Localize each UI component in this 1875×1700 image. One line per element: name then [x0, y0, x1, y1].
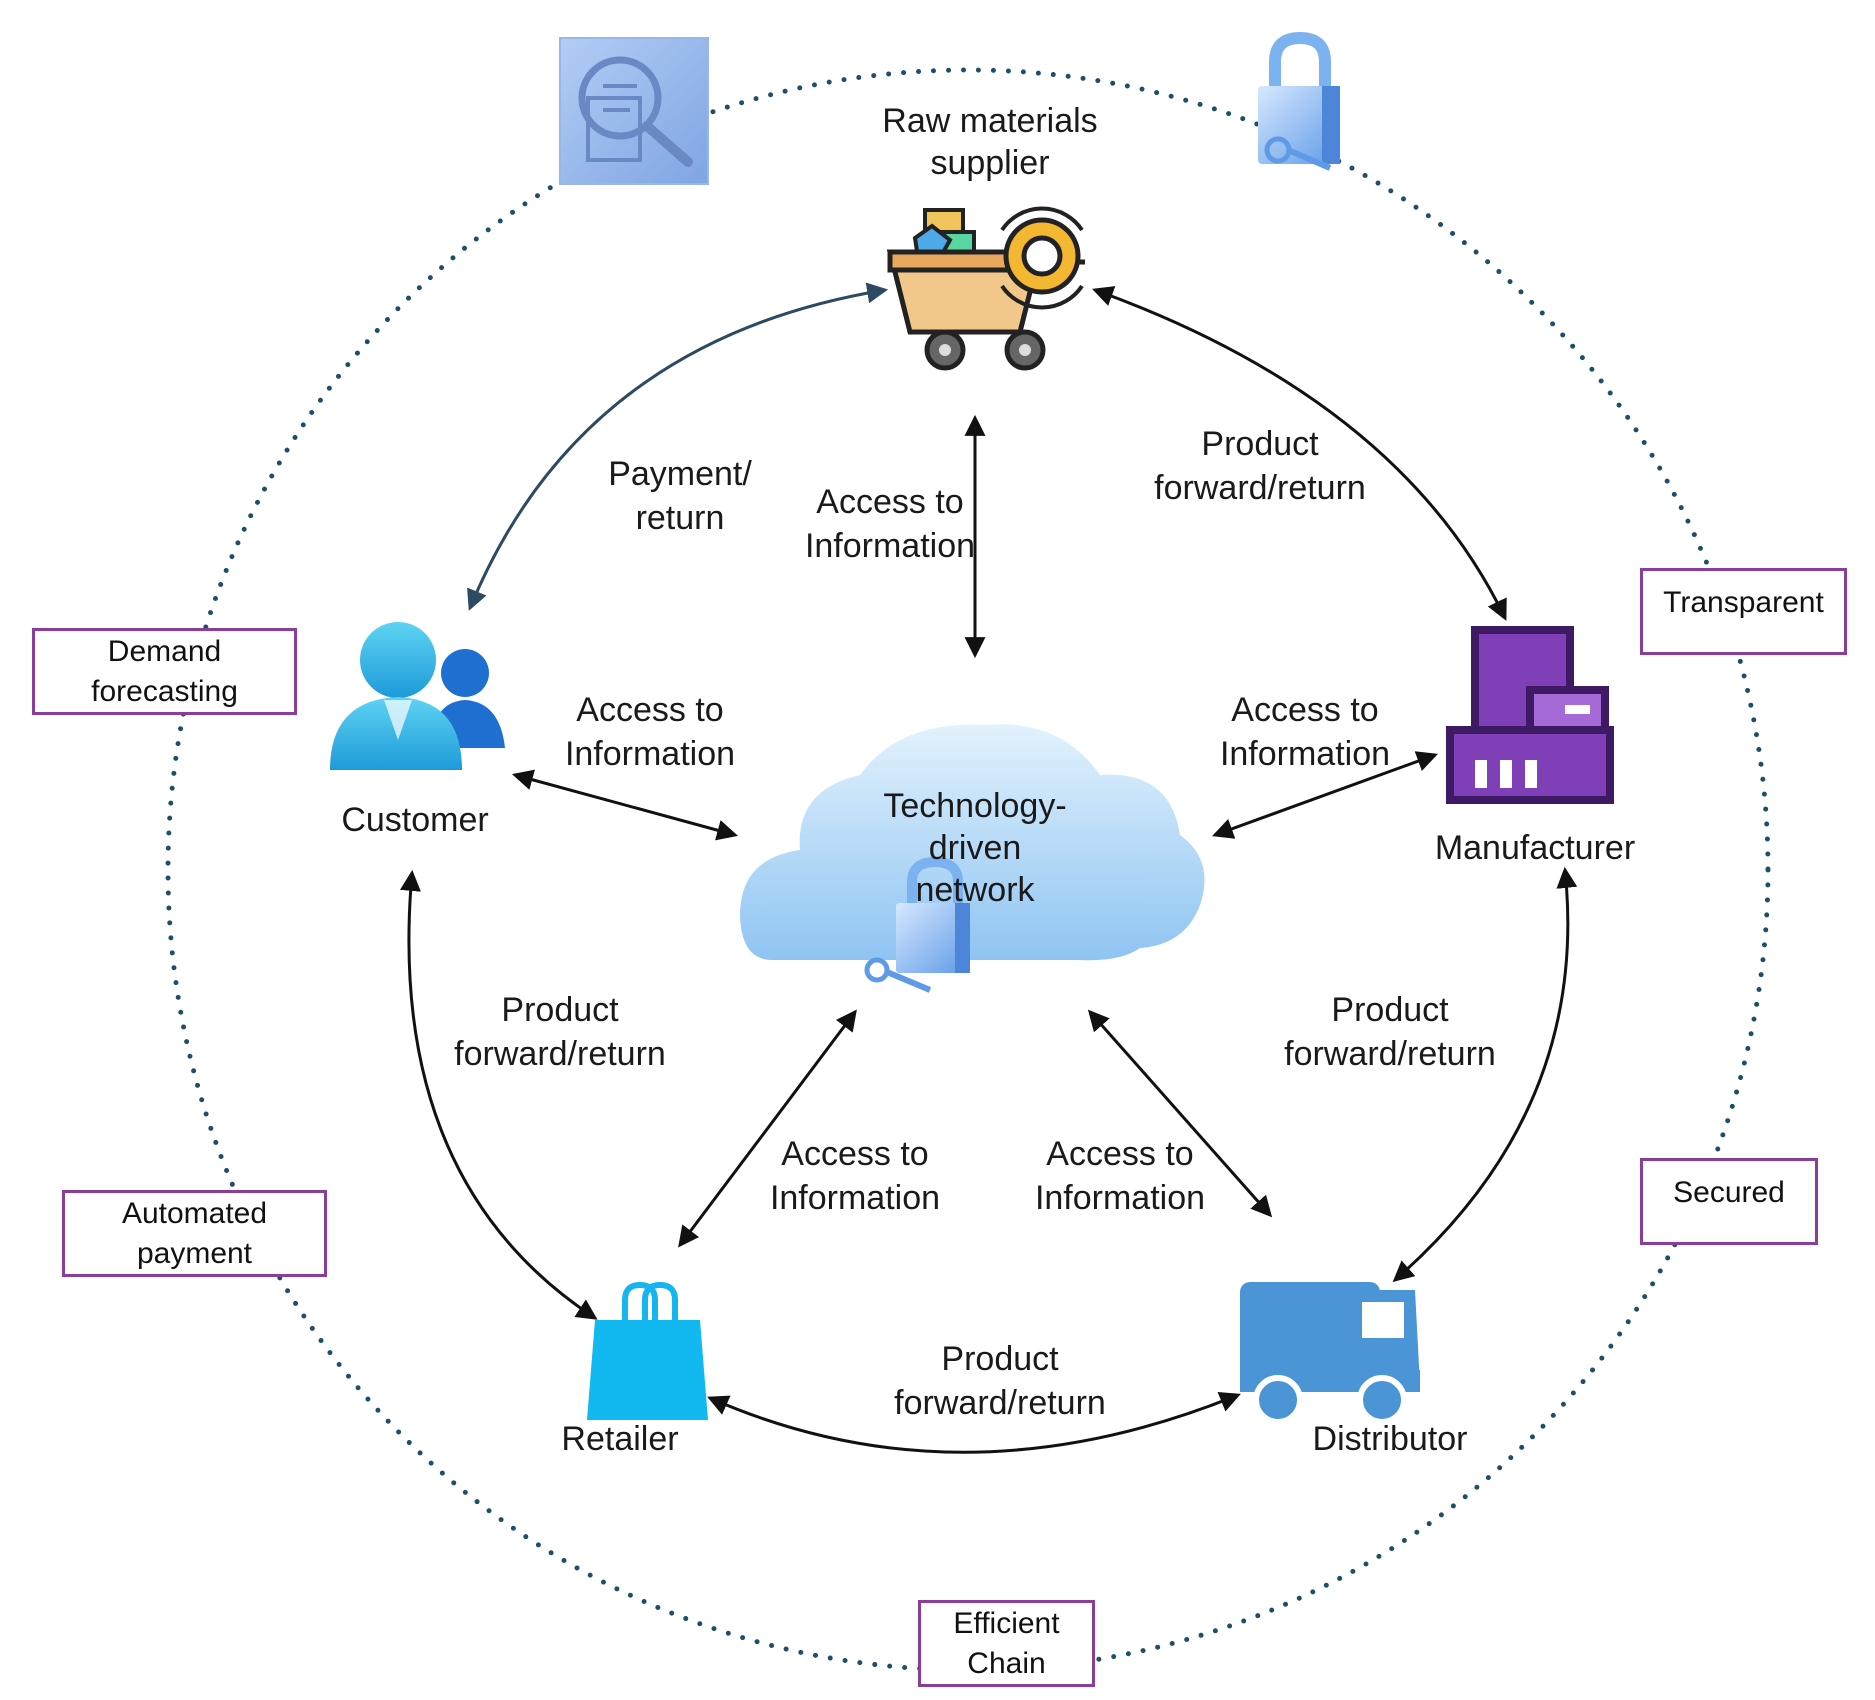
edge-label-product-top-right: Product forward/return	[1130, 422, 1390, 510]
edge-label-product-top-right-line2: forward/return	[1154, 469, 1366, 507]
edge-label-product-left: Product forward/return	[430, 988, 690, 1076]
edge-label-access-bottom-left: Access to Information	[750, 1132, 960, 1220]
edge-label-product-bottom-line1: Product	[941, 1340, 1059, 1378]
edge-label-access-right: Access to Information	[1200, 688, 1410, 776]
attribute-efficient-chain: Efficient Chain	[918, 1600, 1095, 1687]
edge-label-access-top-line1: Access to	[816, 483, 964, 521]
attribute-demand-line1: Demand	[107, 634, 222, 668]
attribute-demand-line2: forecasting	[91, 674, 238, 708]
edge-label-product-right-line2: forward/return	[1284, 1035, 1496, 1073]
edge-customer-network	[511, 769, 739, 841]
edge-label-access-bottom-right: Access to Information	[1015, 1132, 1225, 1220]
network-label-line3: network	[915, 871, 1035, 909]
attribute-efficient-line1: Efficient	[953, 1606, 1060, 1640]
edge-label-product-right: Product forward/return	[1260, 988, 1520, 1076]
edge-manufacturer-network	[1212, 751, 1438, 839]
retailer-label: Retailer	[561, 1420, 679, 1458]
edge-label-product-bottom-line2: forward/return	[894, 1384, 1106, 1422]
edge-label-access-top-line2: Information	[804, 527, 976, 565]
network-label-line1: Technology-	[883, 787, 1067, 825]
supplier-label-line2: supplier	[930, 144, 1050, 182]
factory-building-icon	[1446, 626, 1614, 804]
outer-dotted-ring	[165, 67, 1771, 1673]
delivery-truck-icon	[1240, 1282, 1420, 1425]
document-search-icon	[559, 37, 709, 185]
attribute-secured-line1: Secured	[1673, 1176, 1785, 1209]
edge-label-access-right-line2: Information	[1219, 735, 1391, 773]
supplier-label-line1: Raw materials	[882, 102, 1098, 140]
edge-label-access-right-line1: Access to	[1231, 691, 1379, 729]
manufacturer-label: Manufacturer	[1434, 829, 1636, 867]
edge-network-distributor	[1087, 1009, 1273, 1218]
shopping-cart-gear-icon	[886, 206, 1085, 371]
distributor-label: Distributor	[1312, 1420, 1468, 1458]
customer-users-icon	[330, 622, 505, 770]
edge-label-access-bottom-left-line2: Information	[769, 1179, 941, 1217]
edge-label-product-top-right-line1: Product	[1201, 425, 1319, 463]
attribute-transparent-line1: Transparent	[1663, 586, 1824, 619]
customer-label: Customer	[341, 801, 489, 839]
edge-label-access-left-line2: Information	[564, 735, 736, 773]
shopping-bag-icon	[587, 1281, 708, 1420]
edge-label-product-left-line2: forward/return	[454, 1035, 666, 1073]
edge-label-access-bottom-right-line1: Access to	[1046, 1135, 1194, 1173]
edge-label-access-bottom-right-line2: Information	[1034, 1179, 1206, 1217]
edge-retailer-distributor	[707, 1391, 1241, 1454]
edge-label-product-left-line1: Product	[501, 991, 619, 1029]
attribute-transparent: Transparent	[1640, 568, 1847, 655]
edge-supplier-customer	[467, 282, 889, 611]
network-label-line2: driven	[928, 829, 1022, 867]
edge-manufacturer-distributor	[1392, 866, 1578, 1283]
attribute-demand-forecasting: Demand forecasting	[32, 628, 297, 715]
attribute-automated-payment: Automated payment	[62, 1190, 327, 1277]
edge-customer-retailer	[399, 869, 598, 1320]
edge-label-access-bottom-left-line1: Access to	[781, 1135, 929, 1173]
edge-label-payment-return-line1: Payment/	[608, 455, 752, 493]
supplier-label: Raw materials supplier	[830, 100, 1150, 184]
attribute-automated-line2: payment	[136, 1236, 253, 1270]
edge-label-access-left-line1: Access to	[576, 691, 724, 729]
edge-label-access-left: Access to Information	[545, 688, 755, 776]
edge-label-product-right-line1: Product	[1331, 991, 1449, 1029]
edge-network-retailer	[678, 1009, 857, 1248]
attribute-automated-line1: Automated	[121, 1196, 268, 1230]
edge-supplier-manufacturer	[1092, 286, 1507, 621]
attribute-secured: Secured	[1640, 1158, 1818, 1245]
padlock-key-icon	[1258, 31, 1340, 171]
cloud-lock-icon	[740, 724, 1205, 993]
network-label: Technology- driven network	[845, 785, 1105, 911]
edge-label-product-bottom: Product forward/return	[870, 1337, 1130, 1425]
edge-label-payment-return-line2: return	[635, 499, 725, 537]
edge-label-payment-return: Payment/ return	[580, 452, 780, 540]
attribute-efficient-line2: Chain	[967, 1646, 1046, 1680]
edge-label-access-top: Access to Information	[785, 480, 995, 568]
